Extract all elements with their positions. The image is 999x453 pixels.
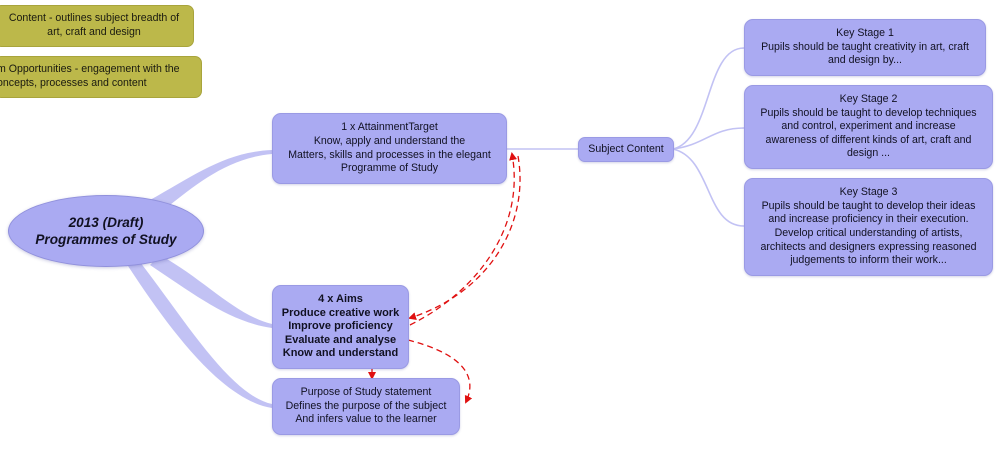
key-stage-line: awareness of different kinds of art, cra…	[765, 133, 972, 146]
connector-subject-ks2	[672, 127, 745, 150]
key-stage-line: Key Stage 3	[839, 186, 898, 199]
purpose-line: Purpose of Study statement	[300, 386, 432, 399]
key-stage-3-node[interactable]: Key Stage 3 Pupils should be taught to d…	[744, 178, 993, 276]
aims-line: Produce creative work	[281, 306, 400, 319]
key-stage-line: Pupils should be taught to develop their…	[761, 199, 976, 212]
root-node[interactable]: 2013 (Draft) Programmes of Study	[8, 195, 204, 267]
key-stage-line: architects and designers expressing reas…	[760, 240, 977, 253]
root-title: 2013 (Draft)	[68, 215, 144, 230]
attainment-target-node[interactable]: 1 x AttainmentTarget Know, apply and und…	[272, 113, 507, 184]
connector-subject-ks3	[672, 148, 745, 227]
dashed-link-aims-to-purpose	[407, 339, 473, 404]
aims-line: Evaluate and analyse	[284, 333, 397, 346]
key-stage-line: judgements to inform their work...	[790, 254, 947, 267]
legend-content-line: art, craft and design	[47, 26, 141, 38]
dashed-link-attainment-to-aims	[408, 155, 521, 320]
branch-root-purpose	[128, 262, 272, 408]
key-stage-line: Pupils should be taught creativity in ar…	[761, 40, 969, 53]
attainment-line: 1 x AttainmentTarget	[341, 121, 438, 134]
legend-opportunities-line: oncepts, processes and content	[0, 77, 147, 89]
aims-line: 4 x Aims	[318, 293, 363, 306]
attainment-line: Programme of Study	[340, 162, 439, 175]
purpose-line: And infers value to the learner	[295, 413, 437, 426]
purpose-node[interactable]: Purpose of Study statement Defines the p…	[272, 378, 460, 435]
key-stage-line: and control, experiment and increase	[781, 120, 956, 133]
purpose-line: Defines the purpose of the subject	[285, 399, 447, 412]
key-stage-line: design ...	[847, 147, 890, 160]
key-stage-line: and increase proficiency in their execut…	[768, 213, 969, 226]
legend-content: Content - outlines subject breadth of ar…	[0, 5, 194, 47]
subject-content-node[interactable]: Subject Content	[578, 137, 674, 162]
root-title: Programmes of Study	[35, 232, 177, 247]
key-stage-line: and design by...	[827, 54, 902, 67]
aims-line: Improve proficiency	[288, 320, 393, 333]
attainment-line: Know, apply and understand the	[313, 134, 466, 147]
key-stage-line: Key Stage 1	[836, 27, 894, 40]
subject-content-label: Subject Content	[588, 142, 664, 155]
aims-node[interactable]: 4 x Aims Produce creative work Improve p…	[272, 285, 409, 369]
branch-root-aims	[150, 255, 272, 328]
legend-opportunities-line: m Opportunities - engagement with the	[0, 63, 180, 76]
dashed-link-aims-to-attainment	[409, 152, 518, 326]
key-stage-2-node[interactable]: Key Stage 2 Pupils should be taught to d…	[744, 85, 993, 169]
key-stage-line: Develop critical understanding of artist…	[774, 227, 963, 239]
legend-opportunities: m Opportunities - engagement with the on…	[0, 56, 202, 98]
legend-content-line: Content - outlines subject breadth of	[8, 12, 180, 25]
key-stage-line: Pupils should be taught to develop techn…	[760, 106, 977, 119]
attainment-line: Matters, skills and processes in the ele…	[288, 148, 491, 161]
key-stage-1-node[interactable]: Key Stage 1 Pupils should be taught crea…	[744, 19, 986, 76]
aims-line: Know and understand	[282, 347, 399, 360]
key-stage-line: Key Stage 2	[839, 93, 898, 106]
connector-subject-ks1	[672, 47, 745, 150]
branch-root-attainment	[150, 150, 272, 208]
